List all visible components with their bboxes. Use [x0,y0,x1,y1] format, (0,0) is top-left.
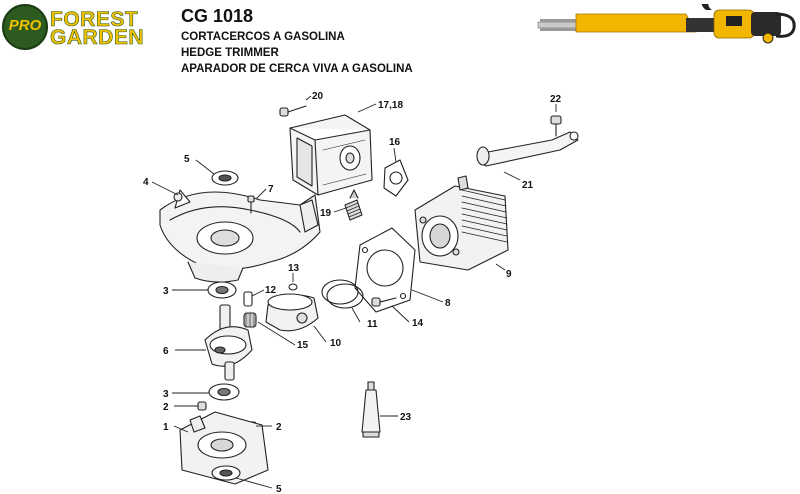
label-19: 19 [320,208,332,219]
label-4: 4 [143,177,149,188]
piston-rings [321,279,364,309]
part-labels: 20 17,18 16 22 5 4 7 21 19 9 13 3 12 8 1… [143,91,562,494]
piston-pin [243,291,253,307]
label-9: 9 [506,269,512,280]
title-spanish: CORTACERCOS A GASOLINA [181,31,345,43]
label-5-top: 5 [184,154,190,165]
crankcase-half [159,189,321,283]
hedge-trimmer-product-image [537,4,796,44]
muffler [289,114,373,196]
label-2-left: 2 [163,402,169,413]
logo-badge [2,4,48,50]
intake-pipe [476,131,579,167]
label-21: 21 [522,180,534,191]
label-12: 12 [265,285,277,296]
screw-7 [247,195,255,214]
cylinder [414,175,509,271]
gasket-16 [383,159,409,197]
label-10: 10 [330,338,342,349]
logo-word-forest: FOREST [50,8,139,31]
logo-pro-text: PRO [8,17,42,34]
needle-bearing [243,312,257,328]
label-5-bottom: 5 [276,484,282,494]
bolt-22 [550,115,562,137]
grease-tube [361,381,381,438]
cylinder-gasket [354,227,416,313]
label-20: 20 [312,91,324,102]
label-11: 11 [367,319,378,330]
seal-5-top [211,170,239,186]
bearing-3-bottom [208,383,240,401]
spark-plug-cap [344,189,363,221]
label-3-top: 3 [163,286,169,297]
label-7: 7 [268,184,274,195]
label-17-18: 17,18 [378,100,403,111]
label-16: 16 [389,137,401,148]
model-number: CG 1018 [181,6,254,26]
label-13: 13 [288,263,300,274]
header-titles: CG 1018 CORTACERCOS A GASOLINA HEDGE TRI… [181,6,413,77]
label-15: 15 [297,340,309,351]
label-8: 8 [445,298,451,309]
circlip-13 [288,283,298,291]
logo-word-garden: GARDEN [50,26,145,49]
crankshaft [204,304,253,381]
label-14: 14 [412,318,424,329]
label-3-bottom: 3 [163,389,169,400]
dowel-2-left [197,401,207,411]
bolt-14 [371,297,397,307]
crankcase-lower [179,411,269,485]
piston [265,293,319,332]
title-english: HEDGE TRIMMER [181,47,279,59]
label-2-right: 2 [276,422,282,433]
screw-20 [279,105,307,117]
label-6: 6 [163,346,169,357]
label-23: 23 [400,412,412,423]
title-portuguese: APARADOR DE CERCA VIVA A GASOLINA [181,63,413,75]
label-1: 1 [163,422,169,433]
bearing-3-top [207,281,237,299]
forest-garden-logo: PRO FOREST GARDEN [2,4,170,50]
label-22: 22 [550,94,562,105]
seal-5-bottom [211,465,241,481]
